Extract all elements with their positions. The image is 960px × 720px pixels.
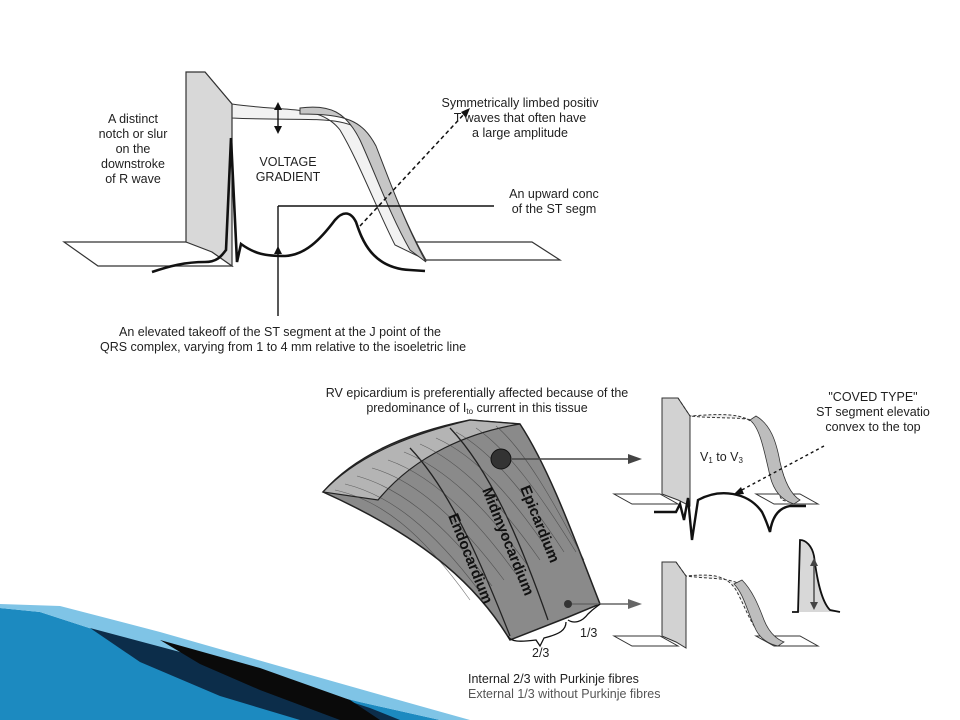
fraction-one-third: 1/3 [580,626,598,640]
tissue-striations [334,425,585,601]
gradient-label-line: GRADIENT [255,170,321,184]
coved-baseline-plane [612,493,680,505]
coved-ribbon-gray [749,415,801,505]
normal-ribbon-gray [733,579,785,647]
endocardium-marker-dot [564,600,572,608]
t-wave-label-line: a large amplitude [472,126,568,140]
ecg-trace-top [151,137,426,274]
purkinje-label: Internal 2/3 with Purkinje fibres Extern… [468,672,660,706]
rv-label-post: current in this tissue [473,401,588,415]
st-concave-label-line: An upward conc [509,187,599,201]
rv-label-line: RV epicardium is preferentially affected… [325,386,629,400]
st-concave-label-line: of the ST segm [511,202,597,216]
notch-label-line: downstroke [101,157,165,171]
upstroke-plane [185,71,233,268]
t-wave-label: Symmetrically limbed positiv T waves tha… [430,96,610,141]
coved-label-line: convex to the top [825,420,921,434]
coved-dashed-pointer [737,445,825,493]
j-point-label-line: QRS complex, varying from 1 to 4 mm rela… [100,340,467,354]
leads-pre: V [700,450,709,464]
arrowhead [810,558,818,566]
arrowhead [461,108,470,118]
layer-line-epi [449,427,549,621]
coved-label-line: "COVED TYPE" [828,390,918,404]
st-concave-label: An upward conc of the ST segm [502,187,606,217]
inset-action-potential [792,539,841,613]
arrowhead [274,246,282,254]
notch-label-line: on the [115,142,151,156]
t-wave-dashed-pointer [359,111,467,227]
rv-label-sub: to [466,407,474,416]
leads-mid: to V [712,450,739,464]
notch-label-line: A distinct [107,112,159,126]
leads-label: V1 to V3 [700,450,743,468]
rv-label-pre: predominance of I [366,401,467,415]
epicardium-marker-dot [490,448,512,470]
rv-label-line: predominance of Ito current in this tiss… [312,401,642,419]
j-point-label: An elevated takeoff of the ST segment at… [100,325,467,355]
ecg-trace-coved [654,492,806,541]
leads-sub2: 3 [738,456,743,465]
coved-type-label: "COVED TYPE" ST segment elevatio convex … [808,390,938,435]
arrowhead [274,102,282,110]
arrowhead [274,126,282,134]
purkinje-label-line: External 1/3 without Purkinje fibres [468,687,661,701]
gradient-label-line: VOLTAGE [259,155,317,169]
fraction-two-thirds: 2/3 [532,646,550,660]
normal-baseline-plane [612,635,680,647]
decorative-swoosh-black [160,640,380,720]
rv-epicardium-label: RV epicardium is preferentially affected… [312,386,642,419]
arrowhead [628,454,642,464]
voltage-gradient-label: VOLTAGE GRADIENT [248,155,328,185]
t-wave-label-line: Symmetrically limbed positiv [441,96,599,110]
layer-line-mid [409,447,511,637]
j-point-label-line: An elevated takeoff of the ST segment at… [119,325,441,339]
normal-upstroke-plane [661,561,687,649]
bracket-one-third [567,603,601,623]
purkinje-label-line: Internal 2/3 with Purkinje fibres [468,672,639,686]
arrowhead [733,487,744,495]
leads-sub1: 1 [708,456,713,465]
bracket-two-thirds [507,621,567,648]
coved-upstroke-plane [661,397,691,507]
notch-label-line: notch or slur [98,127,168,141]
coved-label-line: ST segment elevatio [816,405,930,419]
arrowhead [810,602,818,610]
t-wave-label-line: T waves that often have [453,111,587,125]
action-potential-ribbon-gray [299,106,427,263]
notch-label: A distinct notch or slur on the downstro… [78,112,188,187]
arrowhead [628,599,642,609]
notch-label-line: of R wave [105,172,161,186]
heart-wall-top-face [321,419,521,501]
